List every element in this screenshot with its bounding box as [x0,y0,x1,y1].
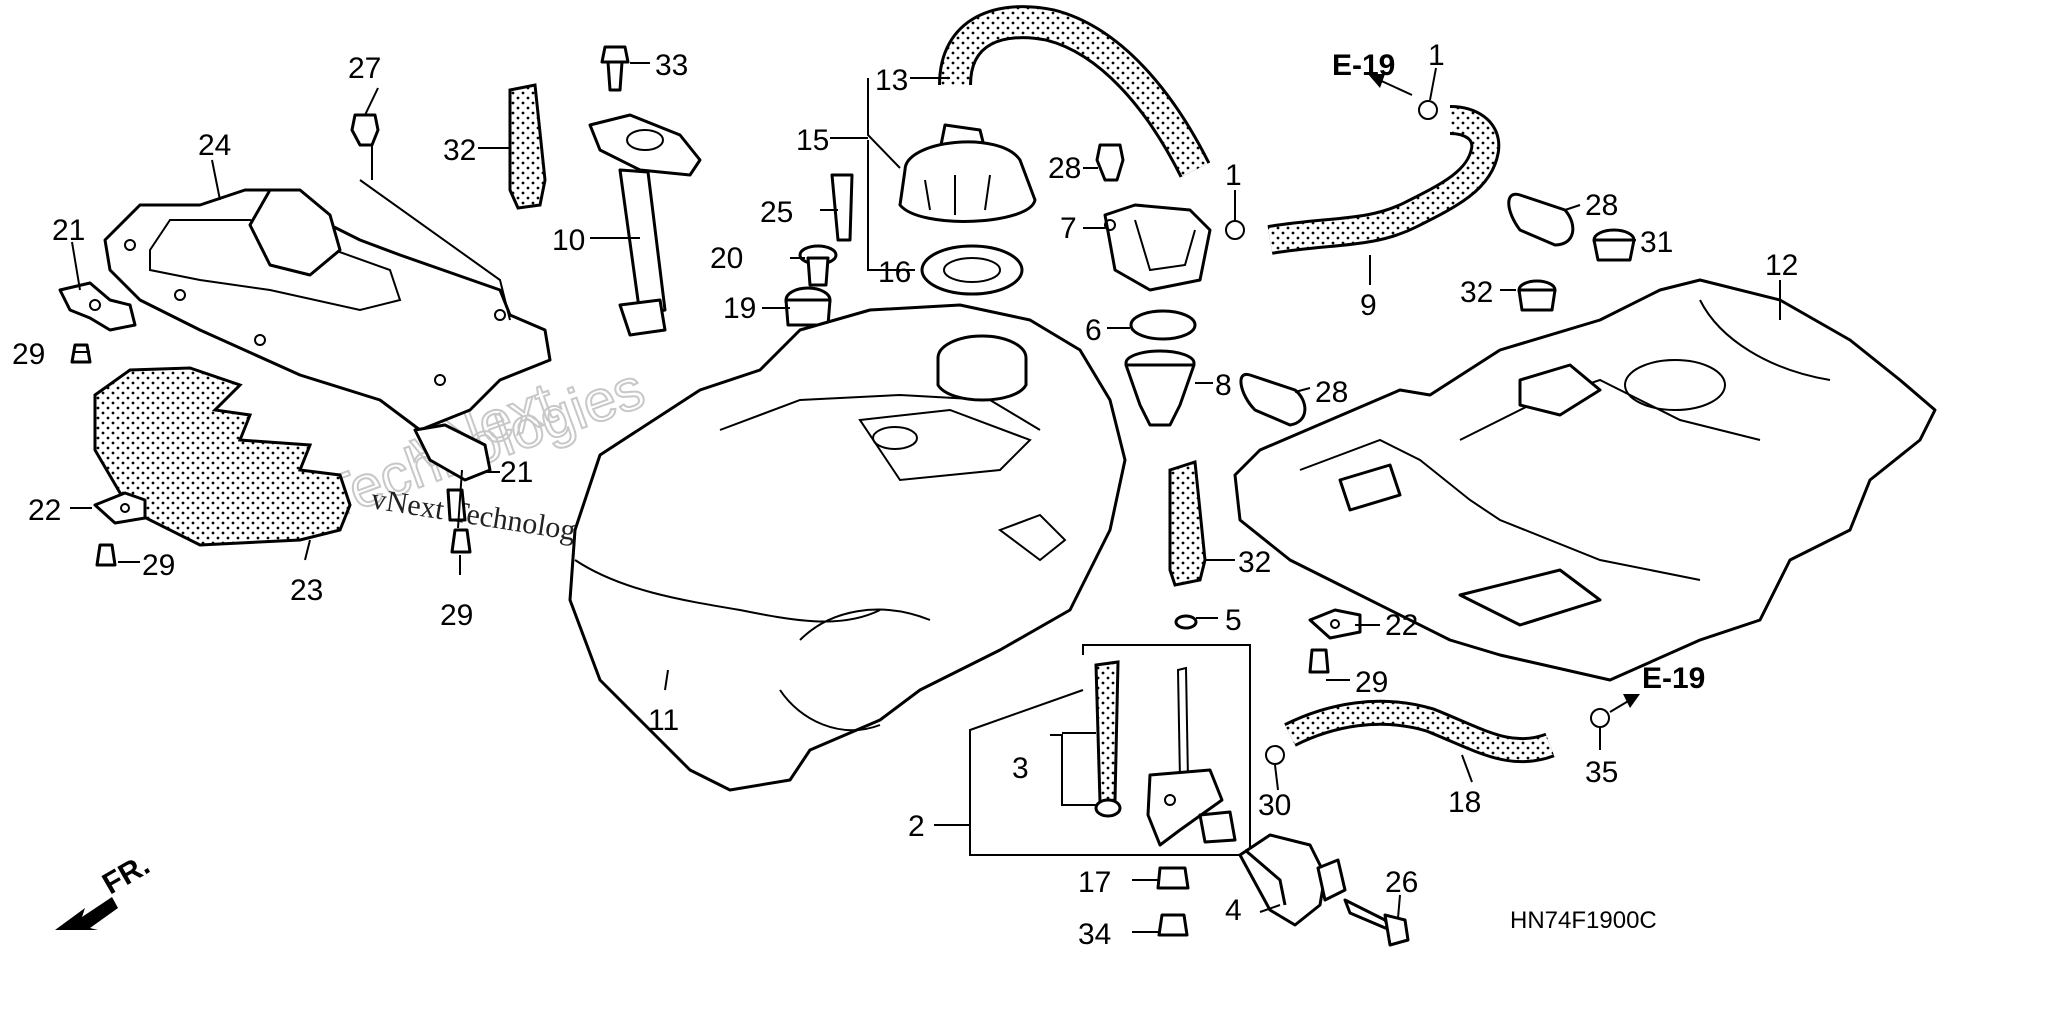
callout-17: 17 [1078,866,1111,899]
part-1-clip-1 [1225,220,1245,240]
callout-29: 29 [12,338,45,371]
callout-25: 26 [1385,866,1418,899]
callout-19: 19 [723,292,756,325]
callout-31: 31 [1640,226,1673,259]
callout-32: 32 [443,134,476,167]
callout-28: 28 [1585,189,1618,222]
callout-21b: 21 [500,456,533,489]
reference-arrow-bottom [1609,694,1640,713]
callout-34: 34 [1078,918,1111,951]
callout-29c: 29 [440,599,473,632]
part-5-washer [1174,614,1198,630]
part-25-bolt [1343,898,1410,947]
callout-21: 21 [52,214,85,247]
part-27-clip-2 [1095,143,1125,182]
part-22-right-clip [1308,608,1362,640]
part-19-grommet [784,286,832,327]
part-31-grommet-1 [1592,228,1636,262]
callout-12: 12 [1765,249,1798,282]
callout-20: 20 [710,242,743,275]
reference-e19-top: E-19 [1332,49,1395,82]
callout-7: 7 [1060,212,1077,245]
part-11-fuel-tank [568,303,1127,792]
callout-2: 2 [908,810,925,843]
callout-29b: 29 [142,549,175,582]
part-31-grommet-2 [1517,279,1557,312]
callout-30: 30 [1258,789,1291,822]
callout-29d: 29 [1355,666,1388,699]
callout-28b: 28 [1315,376,1348,409]
callout-4: 4 [1225,894,1242,927]
callout-11: 11 [648,704,679,737]
part-32-strap-2 [1168,460,1207,587]
callout-27b: 28 [1048,152,1081,185]
part-3-strainer [1094,660,1122,818]
callout-6: 6 [1085,314,1102,347]
callout-13: 13 [875,64,908,97]
callout-33: 33 [655,49,688,82]
callout-15: 15 [796,124,829,157]
callout-1: 1 [1225,159,1242,192]
callout-22b: 22 [1385,609,1418,642]
front-arrow-icon [55,897,118,930]
callout-32b: 32 [1238,546,1271,579]
part-13-breather-hose [938,5,1211,178]
part-7-valve [1103,203,1212,292]
part-26-bolt [830,173,854,242]
part-28-clamp-1 [1507,192,1575,247]
diagram-code: HN74F1900C [1510,907,1657,934]
part-8-filter [1124,349,1196,427]
part-35-clip [1590,708,1610,728]
part-21-bracket-2 [413,423,492,522]
callout-35: 35 [1585,756,1618,789]
callout-24: 24 [198,129,231,162]
callout-labels: 27 24 21 29 21 22 29 23 29 32 33 10 11 1… [12,39,1798,951]
part-15-fuel-cap [898,123,1037,223]
callout-22: 22 [28,494,61,527]
part-10-fuel-unit [588,113,702,337]
callout-26: 25 [760,196,793,229]
part-28-clamp-2 [1239,372,1307,427]
part-17-nut [1156,866,1190,890]
callout-27: 27 [348,52,381,85]
callout-31b: 32 [1460,276,1493,309]
fuel-valve-body [1146,666,1237,847]
part-18-hose [1284,699,1555,764]
part-29-screws [70,343,1330,674]
part-9-hose [1267,105,1501,255]
part-34-bolt [1157,913,1189,937]
part-33-bolt [600,45,630,92]
part-16-gasket [920,244,1024,296]
part-24-cover [103,179,552,432]
callout-5: 5 [1225,604,1242,637]
part-30-clip [1265,745,1285,765]
callout-10: 10 [552,224,585,257]
reference-e19-bottom: E-19 [1642,662,1705,695]
part-23-heat-shield [93,366,352,547]
callout-9: 9 [1360,289,1377,322]
leader-lines [70,62,1781,933]
part-12-panel [1233,278,1937,682]
part-4-cushion [1238,833,1347,927]
callout-8: 8 [1215,369,1232,402]
reference-arrow-top [1368,74,1413,96]
callout-23: 23 [290,574,323,607]
part-32-strap-1 [508,83,547,210]
front-direction-label: FR. [97,848,155,901]
part-21-bracket [58,281,137,332]
part-27-clip-1 [350,113,380,147]
callout-16: 16 [878,256,911,289]
callout-3: 3 [1012,752,1029,785]
callout-18: 18 [1448,786,1481,819]
part-22-left-clip [93,491,147,525]
part-20-grommet [798,244,838,287]
part-1-clip-2 [1418,100,1438,120]
part-6-cap [1129,309,1197,341]
callout-1b: 1 [1428,39,1445,72]
